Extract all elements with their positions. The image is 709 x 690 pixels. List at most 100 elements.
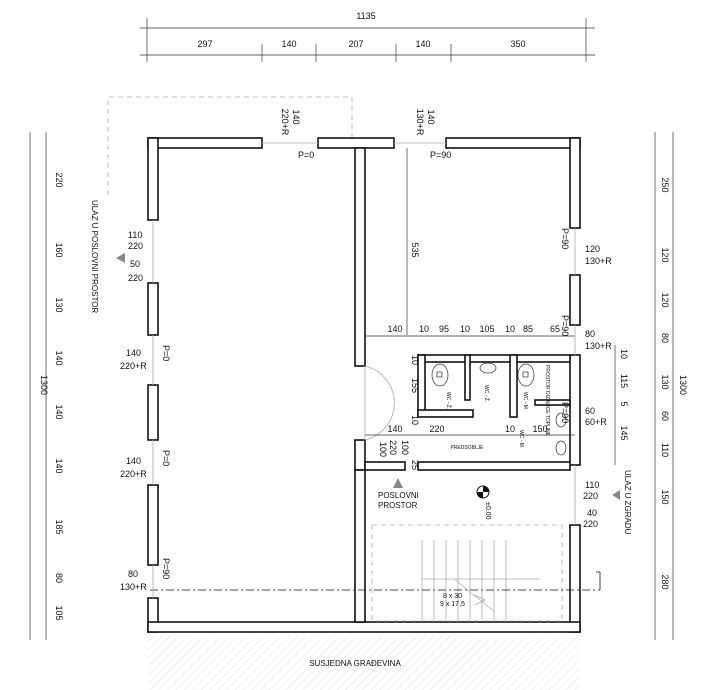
door-swing-arc	[364, 365, 395, 441]
opening-width: 80	[585, 329, 595, 339]
dim-seg: 105	[479, 324, 494, 334]
dim-seg: 160	[54, 242, 64, 257]
opening-sill: P=90	[560, 402, 570, 423]
entry-arrow-icon	[116, 253, 125, 263]
opening-height: 220+R	[120, 361, 147, 371]
dim-seg: 297	[197, 39, 212, 49]
opening-width: 140	[126, 456, 141, 466]
dim-seg: 5	[619, 401, 629, 406]
opening-width: 100	[378, 442, 388, 457]
dim-seg: 140	[387, 424, 402, 434]
stairs-riser: 9 x 17,5	[440, 601, 465, 608]
opening-height: 60+R	[585, 417, 607, 427]
dim-seg: 10	[619, 349, 629, 359]
staircase	[371, 524, 563, 622]
dim-seg: 350	[510, 39, 525, 49]
opening-height: 130+R	[120, 582, 147, 592]
dim-seg: 140	[54, 350, 64, 365]
dim-seg: 110	[660, 443, 670, 457]
window-left-1[interactable]: 140 220+R P=0	[120, 335, 171, 385]
room-wc-z2: WC - Ž.	[483, 385, 491, 402]
dim-seg: 207	[348, 39, 363, 49]
opening-height: 220	[583, 519, 598, 529]
sink-icon	[555, 440, 567, 456]
opening-sill: P=90	[560, 315, 570, 336]
dim-535: 535	[410, 242, 420, 257]
dim-seg: 220	[388, 440, 398, 455]
room-hall: PREDSOBLJE	[450, 445, 484, 451]
dim-seg: 115	[619, 374, 629, 388]
dim-total: 1135	[356, 11, 375, 21]
dim-seg: 185	[54, 519, 64, 534]
dim-seg: 140	[387, 324, 402, 334]
opening-sill: P=90	[430, 150, 451, 160]
opening-sill: P=90	[560, 228, 570, 249]
door-left-entry[interactable]: 110 220 50 220	[128, 220, 154, 283]
opening-width: 120	[585, 244, 600, 254]
opening-width: 110	[585, 480, 599, 490]
section-marker	[596, 571, 601, 590]
entry-building-label: ULAZ U ZGRADU	[623, 470, 632, 535]
dim-seg: 150	[660, 489, 670, 504]
entry-arrow-icon	[612, 490, 620, 500]
opening-height: 130+R	[415, 109, 425, 136]
door-office[interactable]: 100	[378, 442, 388, 457]
window-top-left[interactable]: 140 220+R P=0	[262, 109, 318, 160]
opening-width: 60	[585, 406, 595, 416]
room-wc-z: WC - Ž.	[445, 392, 453, 409]
opening-height: 130+R	[585, 341, 612, 351]
dim-seg: 145	[619, 425, 629, 440]
entry-office-label: ULAZ U POSLOVNI PROSTOR	[90, 200, 99, 313]
opening-sill: P=90	[161, 558, 171, 579]
dim-seg: 85	[523, 324, 533, 334]
toilet-icon	[517, 363, 535, 387]
opening-sill: P=0	[161, 345, 171, 361]
window-right-1[interactable]: 120 130+R P=90	[560, 228, 612, 275]
window-right-2[interactable]: 80 130+R P=90	[560, 315, 612, 355]
neighbour-building-hatch	[148, 636, 580, 690]
window-top-right[interactable]: 140 130+R P=90	[394, 109, 451, 160]
room-heat-pump: PROSTOR DIZALICE TOPLINE	[544, 365, 550, 437]
canopy-outline	[107, 96, 353, 195]
dim-seg: 95	[439, 324, 449, 334]
stairs-tread: 8 x 30	[443, 593, 462, 600]
level-marker-icon	[476, 485, 490, 499]
dim-seg: 130	[660, 374, 670, 389]
window-left-2[interactable]: 140 220+R P=0	[120, 440, 171, 485]
dim-seg: 65	[550, 324, 560, 334]
door-right-entry[interactable]: 110 220 40 220	[574, 465, 599, 529]
dim-seg: 140	[281, 39, 296, 49]
dim-seg: 105	[54, 605, 64, 620]
dim-seg: 130	[54, 297, 64, 312]
left-dimension-chain: 1300 220 160 130 140 140 140 185 80 105	[29, 132, 64, 640]
dim-seg: 10	[419, 324, 429, 334]
room-office-line2: PROSTOR	[378, 501, 418, 510]
window-left-3[interactable]: 80 130+R P=90	[120, 558, 171, 598]
dim-total: 1300	[39, 375, 49, 395]
opening-height: 220	[128, 273, 143, 283]
dim-seg: 10	[505, 324, 515, 334]
sink-icon	[555, 412, 567, 428]
opening-height: 130+R	[585, 256, 612, 266]
dim-seg: 100	[400, 440, 410, 455]
top-dimension-chain: 1135 297 140 207 140 350	[140, 11, 595, 62]
room-office-line1: POSLOVNI	[378, 491, 419, 500]
room-wc-m: WC - M.	[522, 392, 528, 410]
dim-seg: 150	[532, 424, 547, 434]
dim-seg: 140	[54, 404, 64, 419]
dim-seg: 220	[54, 172, 64, 187]
neighbour-label: SUSJEDNA GRAĐEVINA	[309, 659, 401, 668]
opening-height: 220	[128, 241, 143, 251]
dim-seg: 10	[410, 355, 420, 365]
opening-width: 40	[587, 508, 597, 518]
walls	[147, 137, 581, 633]
dim-seg: 10	[505, 424, 515, 434]
dim-total: 1300	[678, 375, 688, 395]
dim-seg: 155	[410, 378, 420, 393]
opening-height: 220+R	[280, 109, 290, 136]
dim-seg: 80	[54, 573, 64, 583]
right-dimension-chain: 1300 250 120 120 80 130 60 110 150 280 1…	[614, 132, 688, 640]
entry-arrow-icon	[393, 478, 403, 488]
window-right-3[interactable]: 60 60+R P=90	[560, 402, 607, 427]
